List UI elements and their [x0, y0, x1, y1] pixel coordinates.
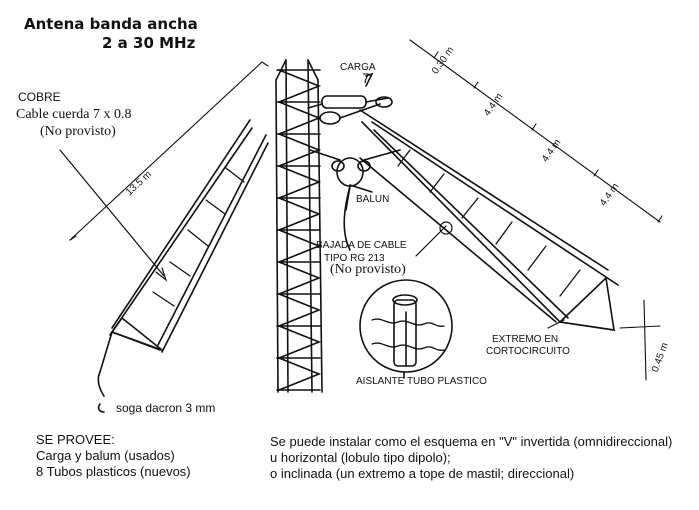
title-line-1: Antena banda ancha: [24, 15, 198, 33]
label-balun: BALUN: [356, 194, 390, 205]
label-extremo-1: EXTREMO EN: [492, 334, 559, 345]
balun: [309, 149, 401, 251]
carga-load: [307, 72, 393, 125]
label-bajada-1: BAJADA DE CABLE: [316, 240, 407, 251]
leader-lines: [59, 149, 565, 329]
provee-heading: SE PROVEE:: [36, 432, 115, 447]
install-line-2: u horizontal (lobulo tipo dipolo);: [270, 450, 451, 465]
label-carga-number: 7: [362, 70, 370, 86]
left-antenna-leg: [97, 119, 269, 413]
label-no-provisto-1: (No provisto): [40, 124, 116, 139]
title-line-2: 2 a 30 MHz: [102, 34, 196, 52]
install-line-3: o inclinada (un extremo a tope de mastil…: [270, 466, 575, 481]
provee-item-1: Carga y balum (usados): [36, 448, 175, 463]
right-antenna-leg: [359, 109, 619, 331]
label-aislante: AISLANTE TUBO PLASTICO: [356, 376, 487, 387]
label-no-provisto-2: (No provisto): [330, 262, 406, 277]
provee-item-2: 8 Tubos plasticos (nuevos): [36, 464, 191, 479]
dimension-lines: [69, 39, 663, 381]
install-line-1: Se puede instalar como el esquema en "V"…: [270, 434, 673, 449]
label-soga: soga dacron 3 mm: [116, 401, 216, 415]
label-carga: CARGA: [340, 62, 376, 73]
label-bajada-2: TIPO RG 213: [324, 253, 385, 264]
label-extremo-2: CORTOCIRCUITO: [486, 346, 570, 357]
insulator-detail-inset: [359, 279, 453, 379]
tower: [275, 59, 323, 393]
label-cobre: COBRE: [18, 90, 61, 104]
label-cable: Cable cuerda 7 x 0.8: [16, 107, 132, 122]
